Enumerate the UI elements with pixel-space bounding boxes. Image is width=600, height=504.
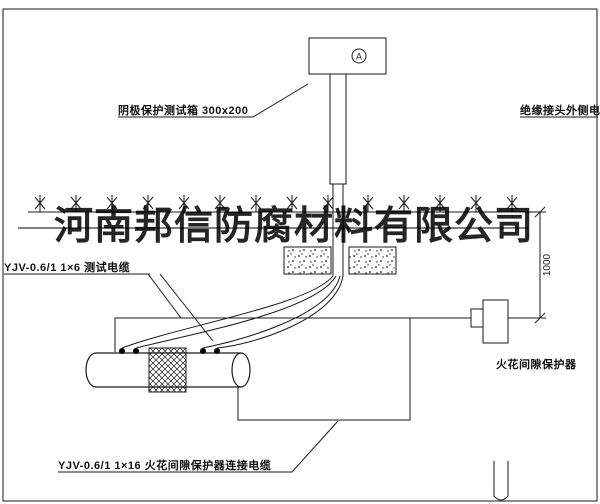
- test-box-symbol: A: [308, 37, 387, 75]
- label-connect-cable: YJV-0.6/1 1×16 火花间隙保护器连接电缆: [58, 460, 272, 472]
- test-cable-line: [202, 275, 341, 349]
- label-outer-cable: 绝缘接头外侧电缆: [520, 105, 600, 117]
- weld-dot: [133, 348, 139, 354]
- label-test-box: 阴极保护测试箱 300x200: [118, 105, 249, 117]
- insulating-joint-wrap: [148, 347, 187, 393]
- protector-stem: [470, 308, 484, 328]
- label-test-cable: YJV-0.6/1 1×6 测试电缆: [4, 262, 131, 274]
- weld-dot: [200, 348, 206, 354]
- test-cables: [121, 275, 344, 349]
- dimension-text: 1000: [542, 253, 553, 276]
- company-watermark: 河南邦信防腐材料有限公司: [53, 205, 534, 248]
- concrete-blocks: [283, 246, 397, 275]
- ground-line-group: [28, 194, 546, 213]
- spark-gap-protector: [470, 299, 509, 344]
- drawing-frame: [2, 8, 598, 502]
- test-box-outline: [308, 37, 387, 75]
- pipe-riser-symbol: [493, 461, 509, 501]
- meter-circle-icon: [351, 48, 367, 64]
- meter-symbol-text: A: [356, 52, 362, 62]
- protector-body: [482, 299, 509, 344]
- pipeline: [85, 347, 251, 393]
- test-post: [329, 73, 347, 276]
- dimension-1000: 1000: [508, 206, 553, 324]
- weld-dot: [214, 348, 220, 354]
- test-cable-line: [121, 275, 334, 349]
- label-spark-protector: 火花间隙保护器: [496, 359, 577, 371]
- leader-test-box: [118, 83, 309, 118]
- concrete-block-right: [348, 246, 397, 275]
- cable-weld-points: [119, 348, 220, 354]
- post-lower: [332, 184, 344, 276]
- pipe-left-cap: [85, 352, 97, 388]
- spark-gap-wiring: [114, 317, 471, 421]
- concrete-block-left: [283, 246, 332, 275]
- post-upper: [329, 73, 347, 185]
- test-cable-line: [216, 275, 344, 349]
- spark-cable-upper: [114, 317, 471, 352]
- leader-test-cable: [4, 273, 214, 342]
- spark-cable-lower: [237, 318, 411, 421]
- pipe-right-cap: [231, 352, 251, 388]
- dimension-ticks: [534, 206, 546, 324]
- leader-connect-cable: [58, 420, 339, 473]
- test-cable-line: [135, 275, 337, 349]
- leader-lines: [4, 83, 598, 473]
- weld-dot: [119, 348, 125, 354]
